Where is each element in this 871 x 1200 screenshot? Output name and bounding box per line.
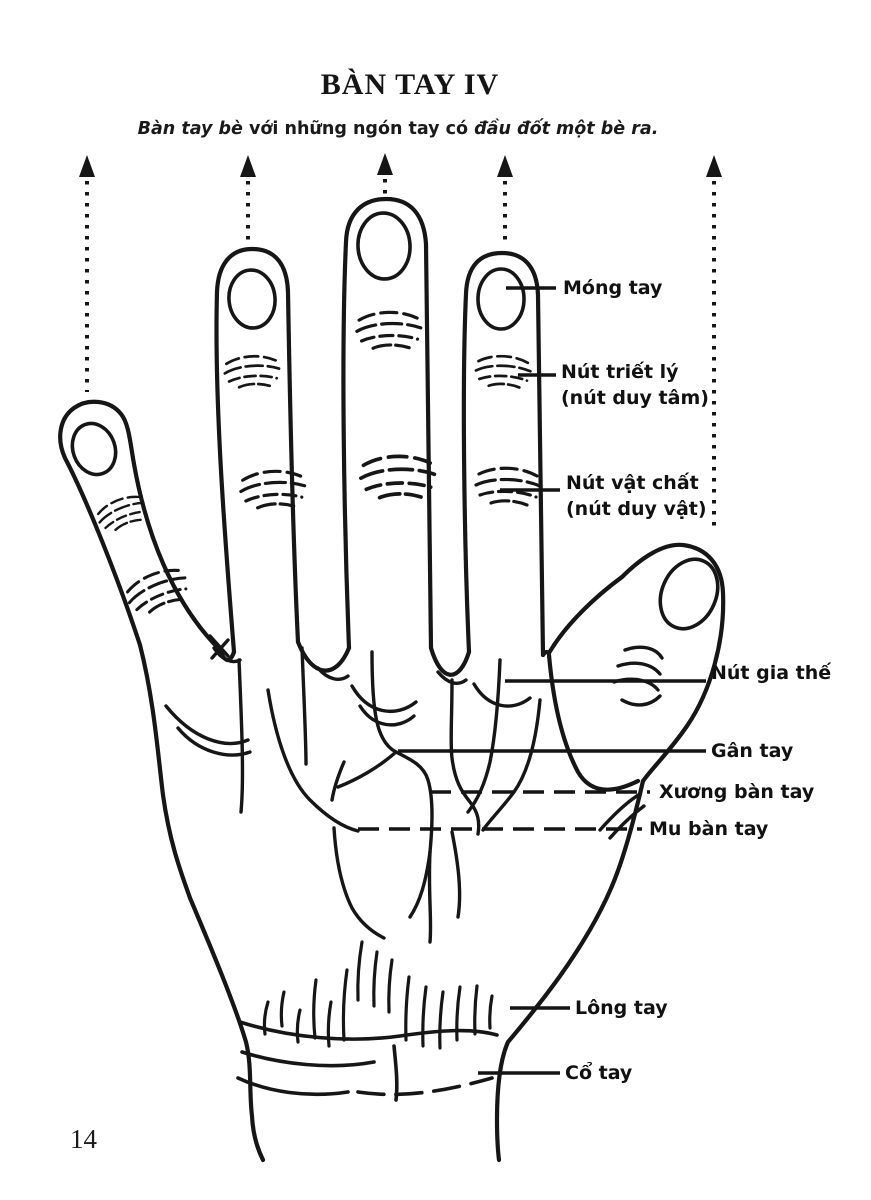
middle-nail xyxy=(356,211,412,281)
subtitle-lead: Bàn tay bè xyxy=(137,119,243,139)
up-arrow-icon xyxy=(377,153,393,194)
up-arrows xyxy=(79,153,722,526)
pinky-finger-outline xyxy=(58,399,223,653)
ring-middle-webbing xyxy=(295,639,352,673)
thumb-outline xyxy=(546,542,726,784)
label-co-tay: Cổ tay xyxy=(565,1062,633,1084)
label-xuong-ban-tay: Xương bàn tay xyxy=(659,781,815,803)
ring-nail xyxy=(227,268,277,330)
pinky-nail xyxy=(70,421,118,477)
label-long-tay: Lông tay xyxy=(575,997,668,1019)
page-title: BÀN TAY IV xyxy=(320,68,500,101)
label-mu-ban-tay: Mu bàn tay xyxy=(649,818,769,840)
index-finger-outline xyxy=(461,250,546,658)
thumb-base-line xyxy=(546,652,641,792)
subtitle-tail: đầu đốt một bè ra. xyxy=(474,119,659,139)
middle-finger-outline xyxy=(341,196,434,651)
leader-lines xyxy=(358,286,706,1075)
page-subtitle: Bàn tay bè với những ngón tay có đầu đốt… xyxy=(0,119,796,139)
hand-outline xyxy=(58,196,726,1163)
thumb-nail xyxy=(658,557,720,631)
fingernails xyxy=(70,211,720,631)
label-gan-tay: Gân tay xyxy=(711,740,794,762)
ring-finger-outline xyxy=(214,246,301,655)
label-nut-triet-ly: Nút triết lý (nút duy tâm) xyxy=(561,361,709,409)
up-arrow-icon xyxy=(706,155,722,526)
up-arrow-icon xyxy=(79,155,95,392)
middle-index-webbing xyxy=(428,645,472,677)
subtitle-middle: với những ngón tay có xyxy=(242,119,475,139)
hand-right-edge xyxy=(494,778,646,1163)
wrist-lines xyxy=(236,1020,499,1102)
up-arrow-icon xyxy=(497,155,513,242)
label-nut-gia-the: Nút gia thế xyxy=(711,662,832,684)
page-number: 14 xyxy=(70,1124,97,1154)
label-mong-tay: Móng tay xyxy=(563,277,663,299)
knuckle-creases xyxy=(93,308,542,622)
label-nut-vat-chat: Nút vật chất (nút duy vật) xyxy=(566,472,707,520)
index-nail xyxy=(476,267,526,331)
up-arrow-icon xyxy=(240,155,256,240)
hand-left-edge xyxy=(137,642,266,1163)
